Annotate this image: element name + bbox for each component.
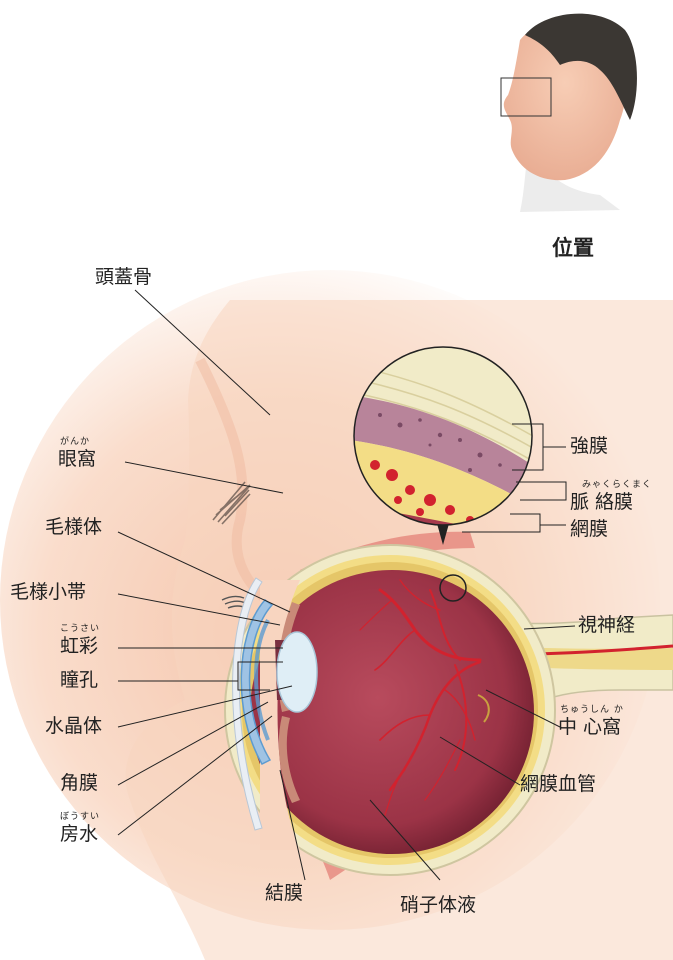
label-orbit: 眼窩 xyxy=(58,450,96,469)
location-portrait xyxy=(501,14,637,212)
label-fovea: 中 心窩 xyxy=(558,718,621,737)
label-sclera: 強膜 xyxy=(570,437,608,456)
label-retinal-vessels: 網膜血管 xyxy=(520,775,596,794)
label-zonule: 毛様小帯 xyxy=(10,583,86,602)
location-caption: 位置 xyxy=(552,232,594,262)
label-pupil: 瞳孔 xyxy=(60,671,98,690)
label-aqueous: 房水 xyxy=(60,825,98,844)
label-ciliary-body: 毛様体 xyxy=(45,518,102,537)
ruby-fovea: ちゅうしん か xyxy=(560,706,624,715)
label-skull: 頭蓋骨 xyxy=(95,268,152,287)
lens-shape xyxy=(277,632,317,712)
label-iris: 虹彩 xyxy=(60,637,98,656)
label-optic-nerve: 視神経 xyxy=(578,616,635,635)
ruby-iris: こうさい xyxy=(60,625,100,634)
ruby-aqueous: ぼうすい xyxy=(60,813,100,822)
label-lens: 水晶体 xyxy=(45,717,102,736)
label-vitreous: 硝子体液 xyxy=(400,896,476,915)
label-conjunctiva: 結膜 xyxy=(265,884,303,903)
label-cornea: 角膜 xyxy=(60,774,98,793)
ruby-choroid: みゃくらくまく xyxy=(582,481,652,490)
label-retina: 網膜 xyxy=(570,520,608,539)
ruby-orbit: がんか xyxy=(60,438,90,447)
label-choroid: 脈 絡膜 xyxy=(570,493,633,512)
